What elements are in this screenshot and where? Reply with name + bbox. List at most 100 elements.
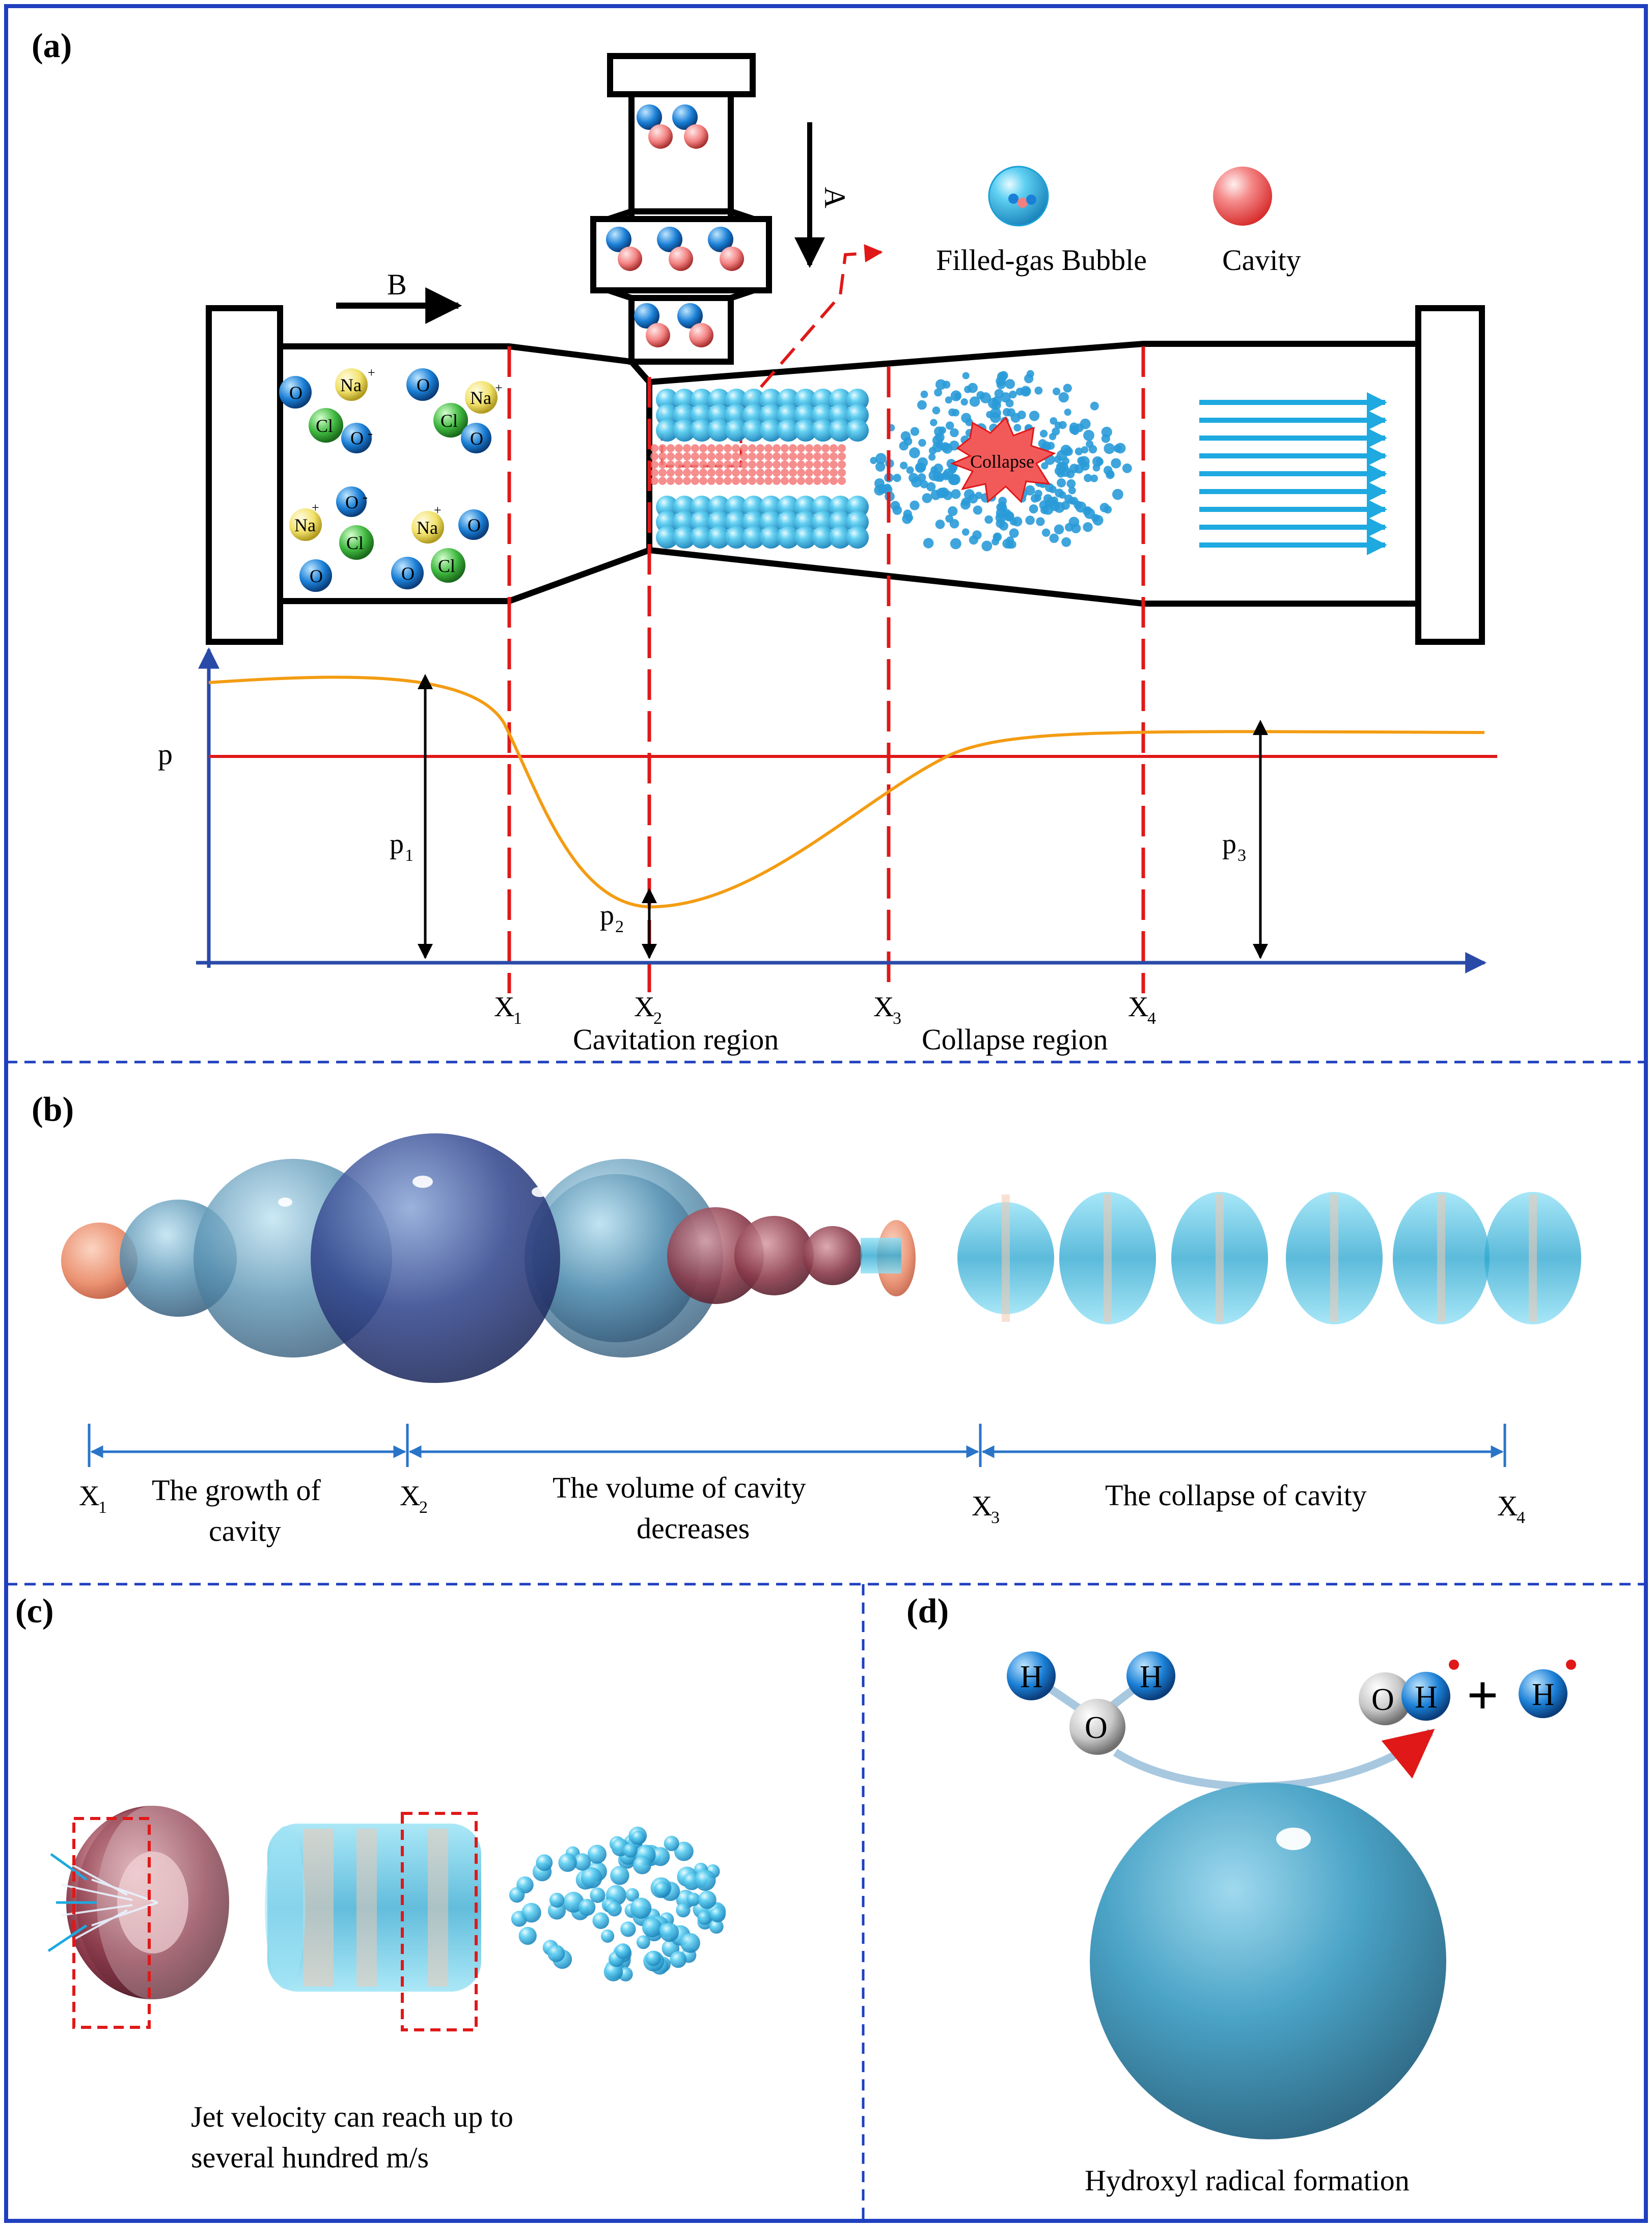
cavity-dot [748, 460, 756, 469]
x1-label-a: X [494, 991, 514, 1023]
cavity-dot [756, 444, 764, 452]
collapse-droplet [900, 431, 911, 442]
cavity-dot [805, 469, 813, 477]
h-label-2: H [1140, 1660, 1163, 1694]
collapse-toroid [1171, 1192, 1268, 1324]
cavity-dot [683, 452, 691, 460]
collapse-droplet [1054, 421, 1062, 429]
collapse-toroid [1393, 1192, 1490, 1324]
micro-bubble [654, 1881, 670, 1897]
oxygen-atom [1069, 1699, 1125, 1755]
cavity-shrink-2 [734, 1216, 814, 1295]
cavity-dot [667, 469, 675, 477]
collapse-droplet [920, 480, 928, 488]
micro-bubble [587, 1844, 607, 1864]
cavity-dot [691, 452, 699, 460]
micro-bubble [547, 1945, 565, 1963]
atom-cl-1: Cl [316, 416, 333, 436]
collapse-droplet [946, 421, 954, 430]
collapse-droplet [1083, 522, 1093, 532]
toroid-band [1330, 1194, 1338, 1322]
cavity-dot [813, 460, 821, 469]
toroid-band [1002, 1194, 1010, 1322]
zoom-pointer [739, 244, 883, 411]
gas-bubble [691, 526, 713, 549]
gas-bubble [742, 526, 765, 549]
cavity-dot [781, 477, 789, 485]
atom-o-7: O [467, 515, 481, 535]
cavity-dot [830, 460, 838, 469]
micro-bubble [592, 1912, 610, 1929]
collapse-droplet [1009, 528, 1019, 538]
cavity-dot [667, 477, 675, 485]
cavity-dot [773, 452, 781, 460]
collapse-droplet [973, 505, 982, 515]
radical-dot-1 [1449, 1660, 1459, 1670]
x3-label-b: X [972, 1490, 992, 1522]
collapse-droplet [1060, 466, 1071, 477]
micro-bubble [650, 1847, 670, 1866]
pressure-curve [208, 675, 1485, 909]
cavity-dot [748, 452, 756, 460]
collapse-droplet [950, 390, 961, 401]
collapse-droplet [935, 441, 944, 449]
collapse-droplet [1047, 497, 1056, 506]
micro-bubble [697, 1911, 712, 1925]
collapse-droplet [1080, 418, 1091, 429]
cavity-shrink-3 [803, 1226, 862, 1285]
atom-o-3: O [417, 375, 430, 395]
collapse-droplet [917, 457, 928, 468]
collapse-droplet [936, 474, 945, 482]
cavity-dot [813, 469, 821, 477]
atom-o-4: O [470, 428, 483, 449]
micro-bubble [636, 1935, 650, 1949]
cavity-dot [838, 469, 846, 477]
atom-plus-1: + [368, 365, 375, 380]
x1-sub-a: 1 [513, 1009, 522, 1028]
atom-o-2: O [350, 428, 364, 448]
collapse-droplet [942, 443, 953, 454]
collapse-droplet [875, 453, 887, 465]
collapse-droplet [1064, 523, 1073, 532]
cavity-dot [764, 444, 773, 452]
gas-bubble [725, 526, 748, 549]
micro-bubble [686, 1892, 700, 1906]
collapse-droplet [890, 501, 900, 511]
collapse-droplet [917, 400, 927, 410]
cavity-dot [658, 469, 667, 477]
cavity-dot [650, 477, 658, 485]
x-labels-b: X 1 X 2 X 3 X 4 [79, 1480, 1525, 1527]
cavity-dot [821, 477, 830, 485]
collapse-droplet [1034, 386, 1043, 395]
p2-main: p [600, 900, 614, 931]
micro-bubble [615, 1943, 631, 1959]
collapse-droplet [1122, 463, 1132, 473]
o-label-1: O [1085, 1710, 1108, 1745]
collapse-droplet [1090, 474, 1098, 482]
p-label: p [158, 738, 173, 771]
gas-bubble [760, 419, 782, 442]
collapse-droplet [1064, 409, 1071, 416]
hydroxyl-caption: Hydroxyl radical formation [1085, 2164, 1410, 2197]
cavity-icon [1213, 167, 1272, 226]
cavity-dot [658, 444, 667, 452]
gas-bubble [794, 419, 817, 442]
panel-d: (d) H H O O H + H Hyd [906, 1591, 1576, 2197]
p1-label: p 1 [390, 828, 414, 865]
cavity-dot [821, 469, 830, 477]
cavity-dot [797, 469, 805, 477]
collapse-droplet [930, 466, 938, 474]
cavity-dot [675, 452, 683, 460]
cavity-dot [707, 460, 715, 469]
cavity-dot [732, 469, 740, 477]
gas-bubble [777, 526, 800, 549]
panel-d-letter: (d) [906, 1591, 949, 1630]
cavity-dot [756, 460, 764, 469]
cavity-dot [838, 460, 846, 469]
water-molecule: H H O [1007, 1651, 1175, 1755]
collapse-droplet [1104, 443, 1115, 454]
cavity-dot [650, 452, 658, 460]
collapse-droplet [1066, 479, 1076, 488]
cavity-dot [789, 460, 797, 469]
cavity-dot [813, 444, 821, 452]
